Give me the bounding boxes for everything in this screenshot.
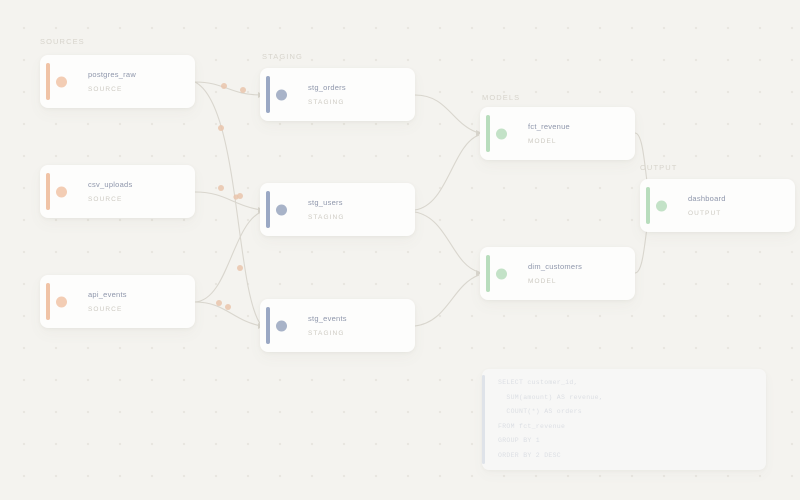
- sql-line: FROM fct_revenue: [498, 422, 566, 430]
- sql-line: SELECT customer_id,: [498, 379, 578, 386]
- edge-stg-users-to-fct-revenue: [414, 134, 480, 211]
- node-status-dot: [56, 296, 67, 307]
- sql-code-block: SELECT customer_id, SUM(amount) AS reven…: [482, 369, 766, 459]
- node-status-dot: [496, 268, 507, 279]
- node-title: api_events: [88, 290, 127, 299]
- node-accent-bar: [486, 255, 490, 292]
- flow-particle: [233, 194, 239, 200]
- node-fct-revenue[interactable]: fct_revenue MODEL: [480, 107, 635, 160]
- node-status-dot: [496, 128, 507, 139]
- node-accent-bar: [46, 283, 50, 320]
- column-header-sources: SOURCES: [40, 37, 85, 46]
- flow-particle: [225, 304, 231, 310]
- node-title: dim_customers: [528, 262, 583, 271]
- node-postgres-raw[interactable]: postgres_raw SOURCE: [40, 55, 195, 108]
- column-header-staging: STAGING: [262, 52, 303, 61]
- node-status-dot: [276, 204, 287, 215]
- node-status-dot: [276, 320, 287, 331]
- edge-postgres-to-stg-orders: [194, 81, 262, 96]
- node-dashboard[interactable]: dashboard OUTPUT: [640, 179, 795, 232]
- flow-particle: [221, 83, 227, 89]
- node-title: stg_events: [308, 314, 347, 323]
- sql-panel-accent-bar: [482, 375, 485, 464]
- node-dim-customers[interactable]: dim_customers MODEL: [480, 247, 635, 300]
- node-accent-bar: [266, 191, 270, 228]
- node-title: stg_users: [308, 198, 343, 207]
- node-kind: SOURCE: [88, 196, 123, 203]
- node-kind: MODEL: [528, 278, 557, 285]
- node-title: csv_uploads: [88, 180, 133, 189]
- edge-postgres-to-stg-events: [194, 81, 262, 326]
- node-status-dot: [56, 186, 67, 197]
- node-kind: STAGING: [308, 99, 345, 106]
- node-api-events[interactable]: api_events SOURCE: [40, 275, 195, 328]
- flow-particle: [240, 87, 246, 93]
- edge-api-to-stg-users: [194, 211, 262, 303]
- node-stg-users[interactable]: stg_users STAGING: [260, 183, 415, 236]
- node-title: stg_orders: [308, 83, 346, 92]
- flow-particle: [237, 193, 243, 199]
- column-header-models: MODELS: [482, 93, 521, 102]
- flow-particle: [237, 265, 243, 271]
- sql-line: SUM(amount) AS revenue,: [498, 393, 604, 401]
- node-kind: STAGING: [308, 330, 345, 337]
- edge-api-to-stg-events: [194, 301, 262, 327]
- node-stg-events[interactable]: stg_events STAGING: [260, 299, 415, 352]
- node-kind: MODEL: [528, 138, 557, 145]
- node-title: postgres_raw: [88, 70, 137, 79]
- node-kind: SOURCE: [88, 306, 123, 313]
- node-status-dot: [656, 200, 667, 211]
- node-title: dashboard: [688, 194, 726, 203]
- node-csv-uploads[interactable]: csv_uploads SOURCE: [40, 165, 195, 218]
- flow-particle: [216, 300, 222, 306]
- node-accent-bar: [646, 187, 650, 224]
- sql-line: GROUP BY 1: [498, 437, 541, 444]
- node-stg-orders[interactable]: stg_orders STAGING: [260, 68, 415, 121]
- node-accent-bar: [266, 307, 270, 344]
- node-accent-bar: [46, 173, 50, 210]
- node-kind: OUTPUT: [688, 210, 722, 217]
- flow-particle: [218, 125, 224, 131]
- node-accent-bar: [486, 115, 490, 152]
- sql-preview-panel[interactable]: SELECT customer_id, SUM(amount) AS reven…: [482, 369, 766, 470]
- flow-particle: [218, 185, 224, 191]
- node-accent-bar: [266, 76, 270, 113]
- node-kind: SOURCE: [88, 86, 123, 93]
- node-status-dot: [56, 76, 67, 87]
- node-accent-bar: [46, 63, 50, 100]
- edge-stg-events-to-dim-customers: [414, 274, 480, 327]
- edge-csv-to-stg-users: [194, 191, 262, 211]
- node-title: fct_revenue: [528, 122, 570, 131]
- sql-line: COUNT(*) AS orders: [498, 408, 583, 415]
- edge-stg-orders-to-fct-revenue: [414, 94, 480, 134]
- node-kind: STAGING: [308, 214, 345, 221]
- column-header-output: OUTPUT: [640, 163, 678, 172]
- edge-stg-users-to-dim-customers: [414, 211, 480, 273]
- node-status-dot: [276, 89, 287, 100]
- sql-line: ORDER BY 2 DESC: [498, 451, 562, 459]
